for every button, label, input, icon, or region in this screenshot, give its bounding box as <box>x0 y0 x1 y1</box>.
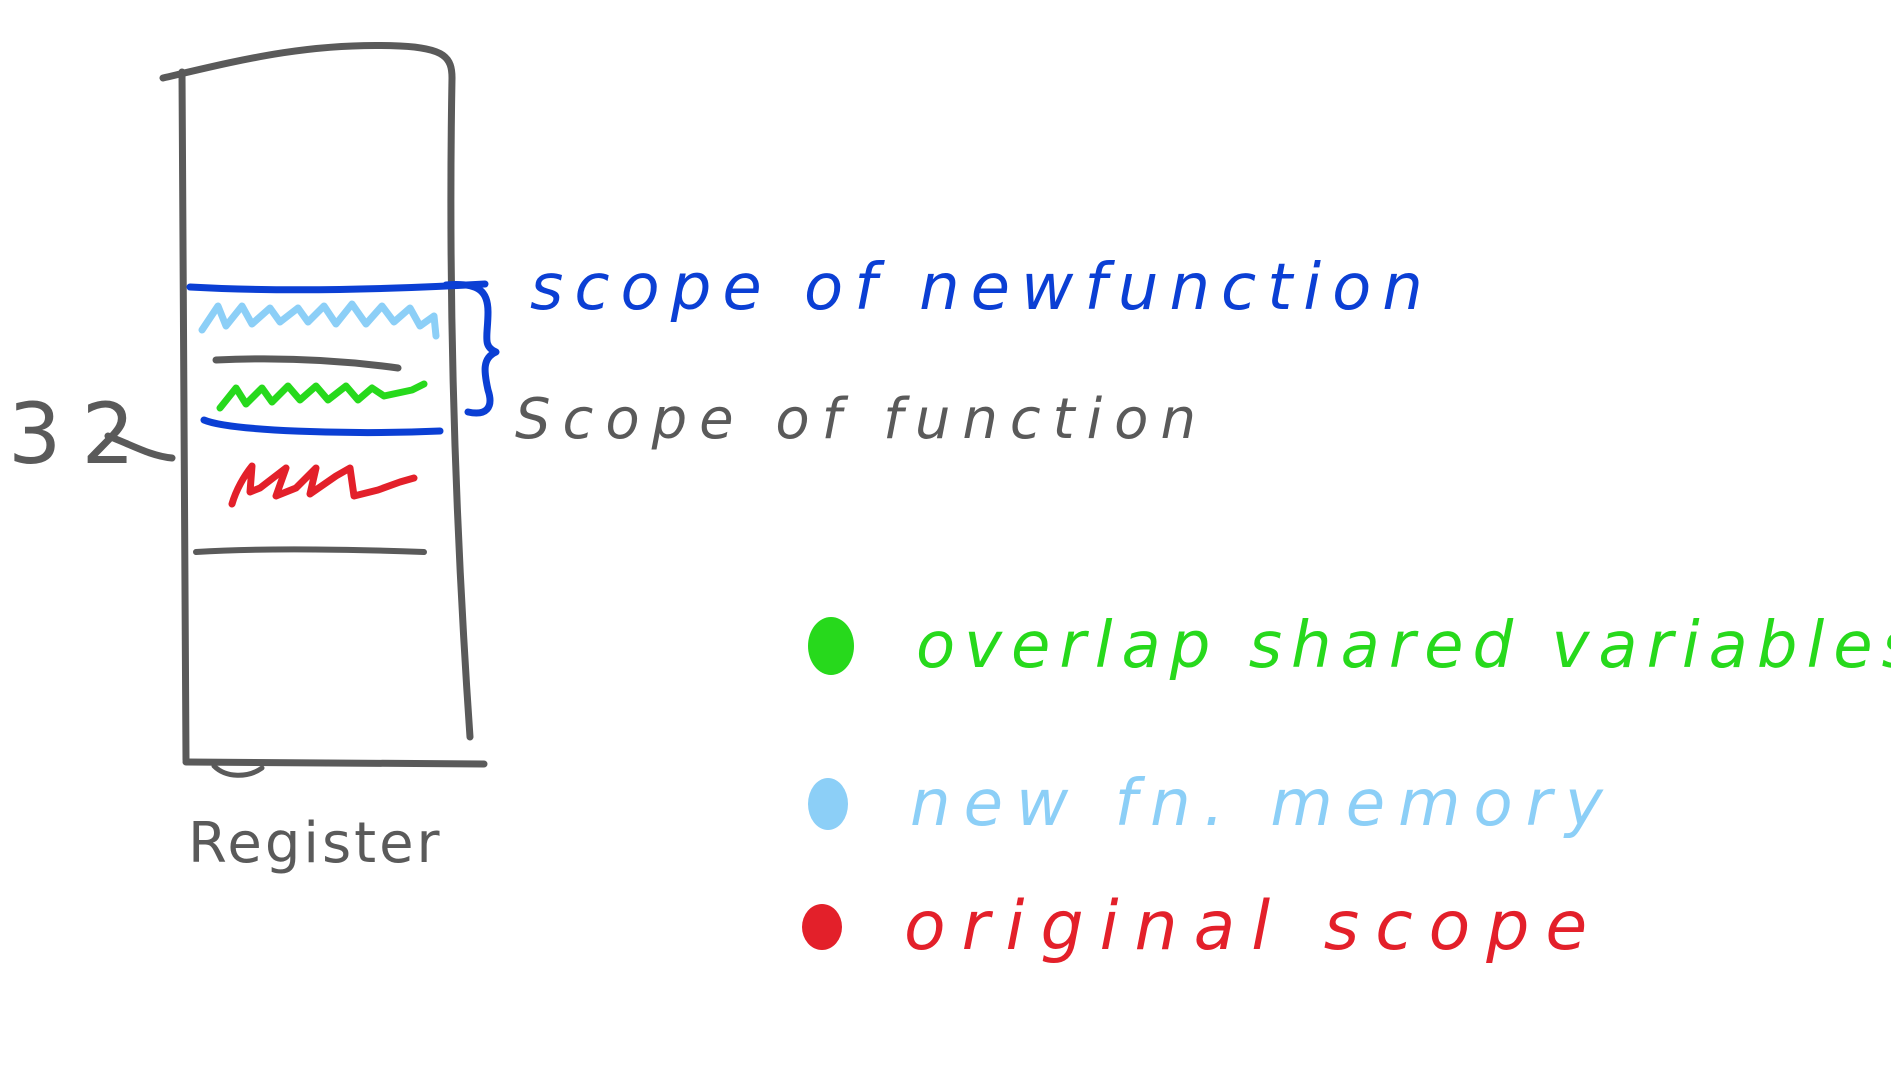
scope-brace <box>442 280 500 417</box>
register-size-label: 32 <box>8 385 155 483</box>
register-box-bottom-edge <box>182 758 488 768</box>
red-zigzag <box>228 462 418 508</box>
legend-item-original-scope: original scope <box>802 893 1603 961</box>
gray-line-lower <box>193 546 427 555</box>
scope-new-bottom-line <box>200 416 444 437</box>
green-dot-icon <box>808 617 854 675</box>
register-box-top-edge <box>159 41 456 82</box>
size-pointer-line <box>104 432 176 462</box>
scope-new-top-line <box>186 280 489 294</box>
register-box-bottom-curl <box>211 763 265 778</box>
gray-line-upper <box>212 355 402 372</box>
red-dot-icon <box>802 904 842 950</box>
legend-label: overlap shared variables <box>916 609 1891 683</box>
light-blue-zigzag <box>198 300 440 340</box>
green-zigzag <box>216 380 428 412</box>
legend-label: original scope <box>904 887 1604 966</box>
legend-label: new fn. memory <box>910 767 1616 841</box>
light-blue-dot-icon <box>808 778 848 830</box>
register-box-left-edge <box>178 68 190 764</box>
scope-function-label: Scope of function <box>515 387 1208 452</box>
register-box-right-edge <box>447 74 474 741</box>
register-label: Register <box>188 811 443 876</box>
scope-new-function-label: scope of newfunction <box>530 251 1434 325</box>
legend-item-overlap: overlap shared variables <box>808 614 1891 678</box>
legend-item-new-memory: new fn. memory <box>808 772 1616 836</box>
